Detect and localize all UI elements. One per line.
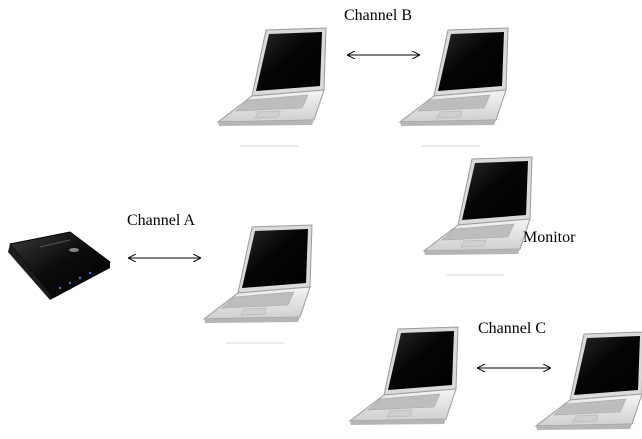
laptop-icon — [423, 156, 533, 276]
channel-c-label: Channel C — [478, 320, 546, 337]
laptop-icon — [349, 326, 459, 439]
channel-a-label: Channel A — [127, 212, 195, 229]
router-icon — [8, 231, 111, 300]
channel-b-label: Channel B — [344, 7, 412, 24]
laptop-icon — [399, 27, 509, 147]
monitor-label: Monitor — [523, 229, 576, 246]
laptop-icon — [203, 224, 313, 344]
laptop-icon — [217, 27, 327, 147]
laptop-icon — [535, 331, 642, 439]
